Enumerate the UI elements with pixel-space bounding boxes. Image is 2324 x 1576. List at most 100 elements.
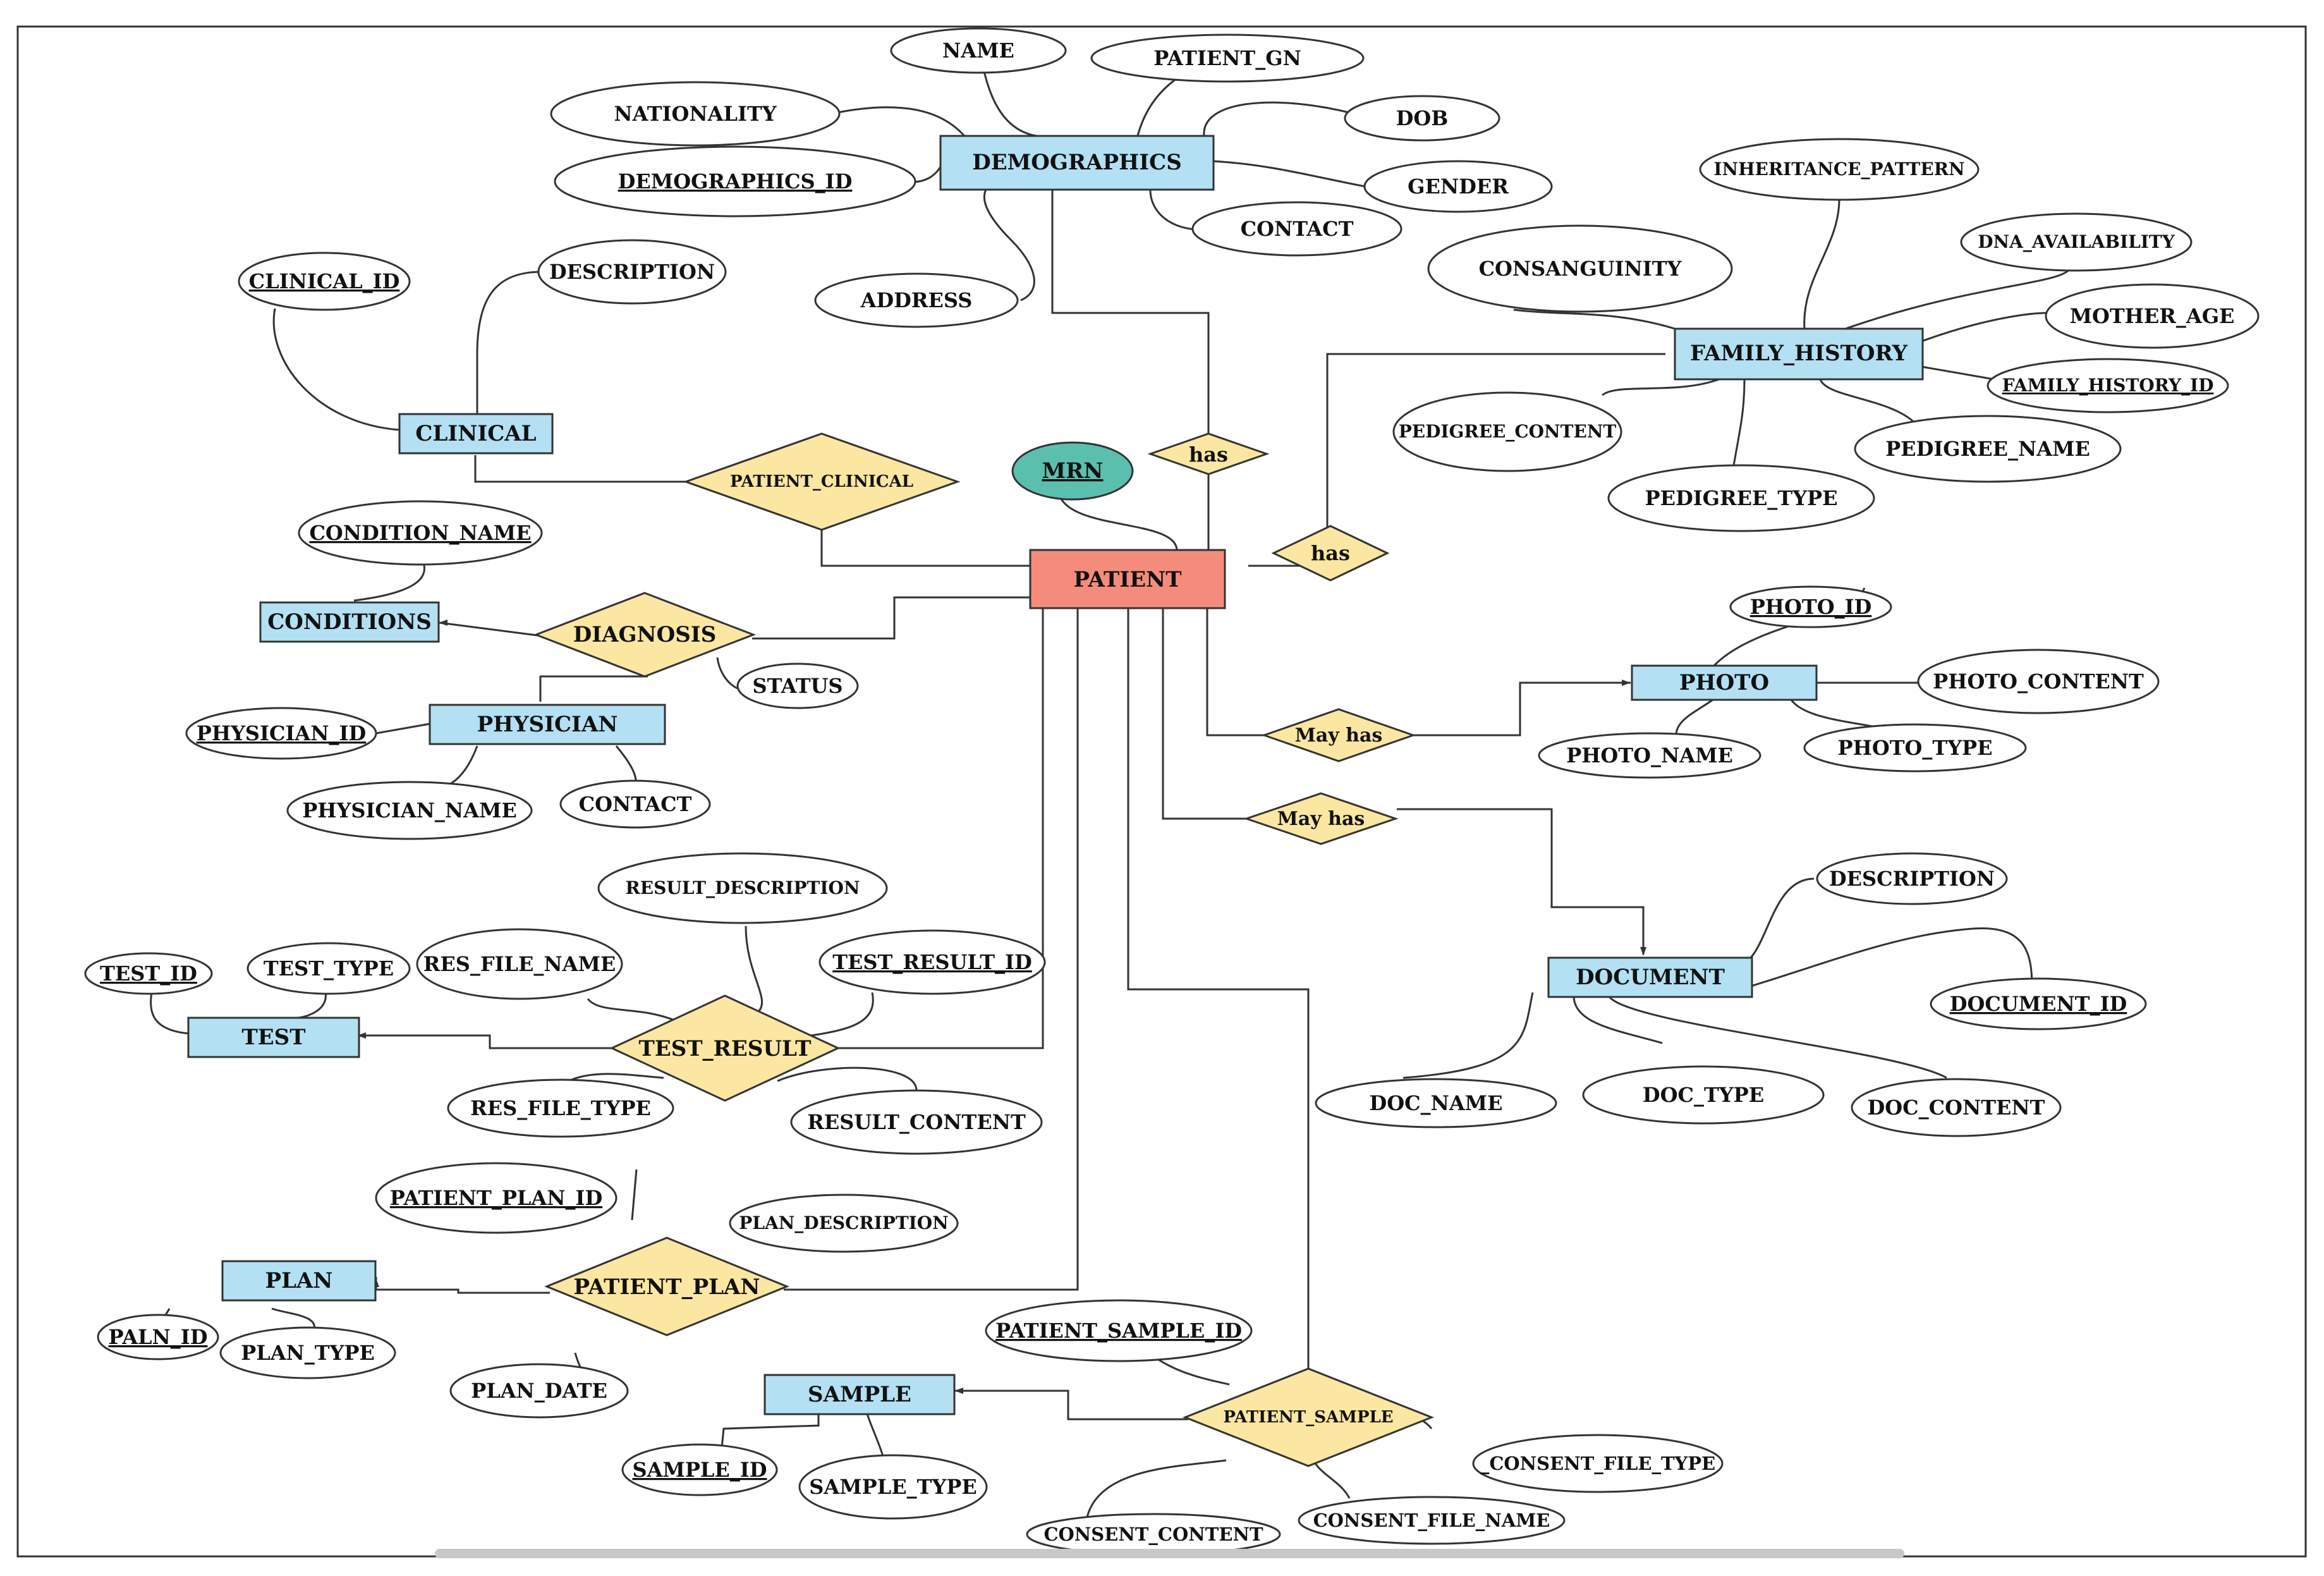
relationship-has-family[interactable]: has: [1271, 525, 1390, 582]
attribute-label: PEDIGREE_TYPE: [1645, 486, 1838, 510]
entity-patient[interactable]: PATIENT: [1029, 549, 1226, 609]
entity-demographics[interactable]: DEMOGRAPHICS: [939, 135, 1215, 191]
attribute-document-id[interactable]: DOCUMENT_ID: [1930, 977, 2147, 1030]
entity-label: PATIENT: [1073, 567, 1181, 592]
entity-label: PLAN: [265, 1268, 333, 1293]
attribute-label: STATUS: [752, 674, 843, 698]
attribute-name[interactable]: NAME: [890, 27, 1067, 74]
attribute-consent-content[interactable]: CONSENT_CONTENT: [1026, 1513, 1281, 1556]
attribute-nationality[interactable]: NATIONALITY: [550, 81, 841, 147]
attribute-label: DESCRIPTION: [1829, 867, 1995, 891]
attribute-description-document[interactable]: DESCRIPTION: [1816, 852, 2008, 905]
attribute-label: DOCUMENT_ID: [1950, 992, 2127, 1016]
entity-label: DEMOGRAPHICS: [972, 150, 1182, 175]
attribute-plan-date[interactable]: PLAN_DATE: [449, 1363, 629, 1419]
attribute-photo-id[interactable]: PHOTO_ID: [1729, 585, 1892, 628]
attribute-physician-name[interactable]: PHYSICIAN_NAME: [286, 781, 533, 840]
attribute-result-content[interactable]: RESULT_CONTENT: [790, 1089, 1043, 1155]
entity-family-history[interactable]: FAMILY_HISTORY: [1674, 327, 1924, 381]
arrowhead-photo: [1622, 680, 1631, 686]
attribute-gender[interactable]: GENDER: [1363, 160, 1553, 213]
attribute-label: NATIONALITY: [614, 102, 777, 126]
attribute-photo-type[interactable]: PHOTO_TYPE: [1803, 723, 2027, 773]
attribute-contact-physician[interactable]: CONTACT: [559, 779, 711, 829]
attribute-label: RESULT_DESCRIPTION: [626, 877, 860, 898]
attribute-dob[interactable]: DOB: [1344, 95, 1500, 142]
attribute-consanguinity[interactable]: CONSANGUINITY: [1427, 224, 1733, 313]
attribute-consent-file-name[interactable]: CONSENT_FILE_NAME: [1298, 1496, 1566, 1545]
attribute-pedigree-content[interactable]: PEDIGREE_CONTENT: [1392, 391, 1622, 472]
attribute-inheritance-pattern[interactable]: INHERITANCE_PATTERN: [1699, 138, 1980, 201]
entity-conditions[interactable]: CONDITIONS: [259, 601, 440, 643]
horizontal-scrollbar[interactable]: [435, 1549, 1904, 1558]
attribute-clinical-id[interactable]: CLINICAL_ID: [238, 252, 411, 311]
attribute-paln-id[interactable]: PALN_ID: [97, 1314, 219, 1360]
attribute-photo-name[interactable]: PHOTO_NAME: [1538, 732, 1761, 779]
attribute-result-description[interactable]: RESULT_DESCRIPTION: [597, 852, 888, 924]
relationship-label: May has: [1295, 724, 1383, 747]
relationship-patient-sample[interactable]: PATIENT_SAMPLE: [1182, 1367, 1435, 1467]
relationship-label: PATIENT_PLAN: [573, 1274, 760, 1300]
attribute-label: DOC_NAME: [1370, 1091, 1503, 1115]
attribute-label: INHERITANCE_PATTERN: [1713, 159, 1964, 180]
entity-photo[interactable]: PHOTO: [1631, 664, 1818, 701]
attribute-label: CONSENT_FILE_NAME: [1313, 1510, 1550, 1531]
attribute-label: DNA_AVAILABILITY: [1978, 231, 2175, 252]
relationship-has-demographics[interactable]: has: [1147, 432, 1270, 475]
attribute-label: CONTACT: [579, 792, 692, 816]
attribute-res-file-type[interactable]: RES_FILE_TYPE: [447, 1078, 674, 1138]
relationship-test-result[interactable]: TEST_RESULT: [609, 994, 841, 1102]
attribute-mrn[interactable]: MRN: [1011, 441, 1134, 501]
entity-physician[interactable]: PHYSICIAN: [429, 704, 666, 745]
relationship-label: DIAGNOSIS: [573, 622, 717, 647]
attribute-consent-file-type[interactable]: _CONSENT_FILE_TYPE: [1472, 1434, 1724, 1493]
attribute-status[interactable]: STATUS: [736, 663, 859, 709]
attribute-sample-type[interactable]: SAMPLE_TYPE: [798, 1454, 988, 1520]
attribute-label: PHOTO_NAME: [1566, 743, 1733, 767]
attribute-physician-id[interactable]: PHYSICIAN_ID: [185, 707, 377, 760]
attribute-doc-type[interactable]: DOC_TYPE: [1582, 1065, 1825, 1125]
entity-test[interactable]: TEST: [187, 1017, 360, 1058]
attribute-test-result-id[interactable]: TEST_RESULT_ID: [818, 929, 1046, 995]
relationship-may-has-photo[interactable]: May has: [1261, 708, 1416, 762]
attribute-res-file-name[interactable]: RES_FILE_NAME: [416, 928, 623, 1000]
entity-clinical[interactable]: CLINICAL: [398, 413, 554, 455]
attribute-patient-gn[interactable]: PATIENT_GN: [1090, 34, 1365, 83]
entity-label: PHOTO: [1679, 670, 1769, 695]
entity-sample[interactable]: SAMPLE: [764, 1374, 956, 1415]
attribute-label: DEMOGRAPHICS_ID: [618, 169, 853, 193]
entity-label: CONDITIONS: [267, 609, 432, 635]
relationship-patient-plan[interactable]: PATIENT_PLAN: [544, 1237, 789, 1336]
entity-plan[interactable]: PLAN: [221, 1260, 377, 1302]
attribute-contact-demo[interactable]: CONTACT: [1191, 201, 1402, 257]
attribute-plan-description[interactable]: PLAN_DESCRIPTION: [729, 1194, 959, 1253]
attribute-plan-type[interactable]: PLAN_TYPE: [219, 1326, 396, 1379]
relationship-diagnosis[interactable]: DIAGNOSIS: [533, 592, 757, 678]
attribute-test-type[interactable]: TEST_TYPE: [246, 942, 411, 995]
attribute-patient-plan-id[interactable]: PATIENT_PLAN_ID: [375, 1162, 618, 1234]
attribute-test-id[interactable]: TEST_ID: [84, 952, 213, 995]
attribute-dna-availability[interactable]: DNA_AVAILABILITY: [1960, 212, 2193, 272]
attribute-family-history-id[interactable]: FAMILY_HISTORY_ID: [1986, 358, 2229, 413]
attribute-label: CLINICAL_ID: [249, 269, 400, 293]
attribute-sample-id[interactable]: SAMPLE_ID: [621, 1443, 778, 1496]
attribute-patient-sample-id[interactable]: PATIENT_SAMPLE_ID: [985, 1299, 1253, 1362]
attribute-label: GENDER: [1408, 174, 1509, 199]
attribute-pedigree-type[interactable]: PEDIGREE_TYPE: [1607, 464, 1875, 532]
attribute-photo-content[interactable]: PHOTO_CONTENT: [1917, 649, 2160, 714]
attribute-address[interactable]: ADDRESS: [814, 272, 1019, 328]
entity-document[interactable]: DOCUMENT: [1547, 956, 1753, 998]
relationship-patient-clinical[interactable]: PATIENT_CLINICAL: [683, 432, 961, 531]
relationship-label: PATIENT_SAMPLE: [1223, 1408, 1393, 1427]
attribute-description-clinical[interactable]: DESCRIPTION: [537, 239, 727, 305]
attribute-label: SAMPLE_TYPE: [809, 1475, 976, 1499]
attribute-condition-name[interactable]: CONDITION_NAME: [298, 500, 543, 566]
attribute-demographics-id[interactable]: DEMOGRAPHICS_ID: [554, 145, 916, 217]
attribute-pedigree-name[interactable]: PEDIGREE_NAME: [1854, 415, 2122, 483]
relationship-may-has-document[interactable]: May has: [1243, 792, 1399, 845]
attribute-doc-name[interactable]: DOC_NAME: [1315, 1078, 1557, 1128]
attribute-mother-age[interactable]: MOTHER_AGE: [2045, 283, 2260, 349]
attribute-doc-content[interactable]: DOC_CONTENT: [1851, 1078, 2062, 1137]
attribute-label: PHYSICIAN_ID: [197, 721, 366, 745]
